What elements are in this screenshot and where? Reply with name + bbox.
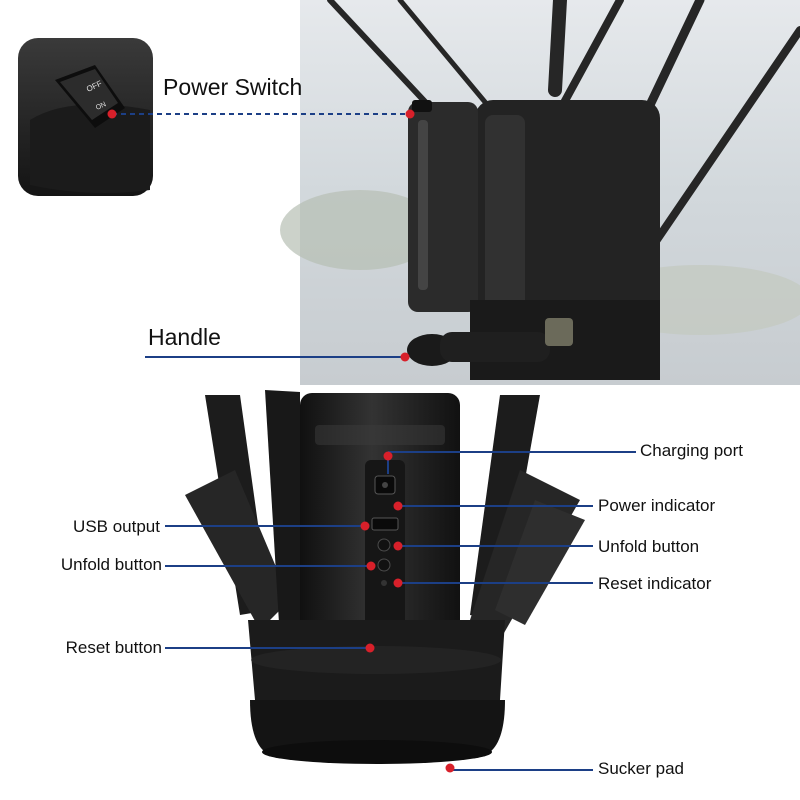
marker-power-switch-inset	[107, 109, 117, 119]
marker-power-switch	[405, 109, 415, 119]
switch-on-text: ON	[95, 101, 107, 112]
label-reset-button: Reset button	[65, 638, 162, 657]
marker-handle	[400, 352, 410, 362]
marker-sucker-pad	[445, 763, 455, 773]
label-power-indicator: Power indicator	[598, 496, 716, 515]
marker-usb-output	[360, 521, 370, 531]
label-unfold-button-left: Unfold button	[60, 555, 162, 574]
label-power-switch: Power Switch	[163, 74, 303, 100]
marker-unfold-left	[366, 561, 376, 571]
label-reset-indicator: Reset indicator	[598, 574, 712, 593]
markers	[107, 109, 455, 773]
callouts	[112, 113, 636, 771]
label-charging-port: Charging port	[640, 441, 744, 460]
top-photo	[280, 0, 800, 385]
label-usb-output: USB output	[73, 517, 160, 536]
marker-reset-button	[365, 643, 375, 653]
label-handle: Handle	[148, 324, 221, 350]
bottom-photo	[185, 390, 585, 764]
marker-reset-indicator	[393, 578, 403, 588]
marker-charging-port	[383, 451, 393, 461]
rocker-switch-icon: OFF ON	[55, 65, 125, 128]
label-sucker-pad: Sucker pad	[598, 759, 684, 778]
marker-power-indicator	[393, 501, 403, 511]
label-unfold-button-right: Unfold button	[598, 537, 700, 556]
marker-unfold-right	[393, 541, 403, 551]
power-switch-inset: OFF ON	[18, 38, 153, 196]
